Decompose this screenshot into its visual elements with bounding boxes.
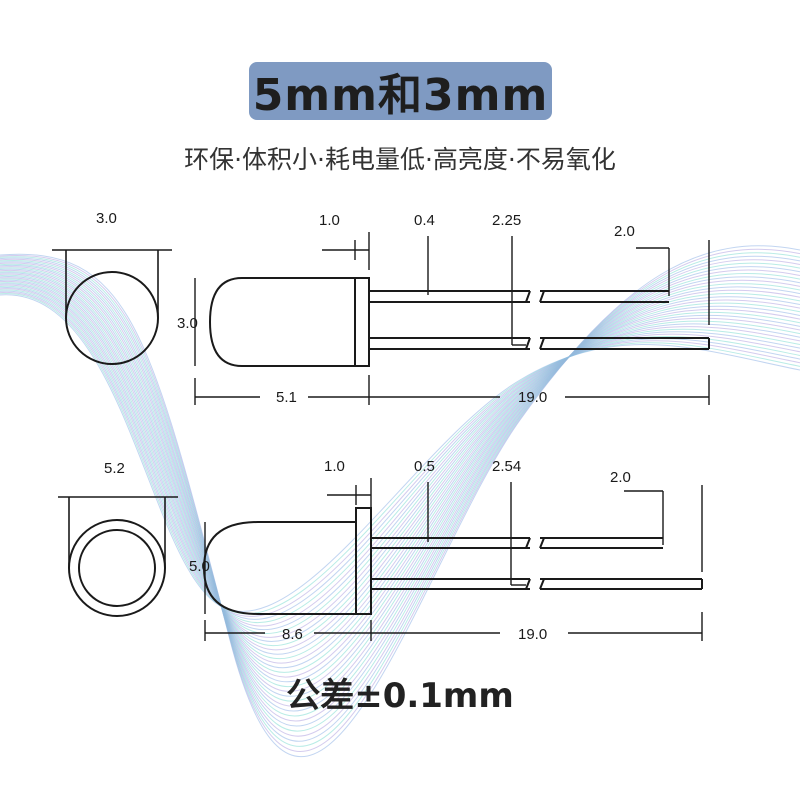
wave-line: [0, 248, 800, 753]
led-3mm-flange-label: 1.0: [319, 212, 340, 229]
wave-line: [0, 268, 800, 697]
page-title: 5mm和3mm: [249, 62, 552, 121]
led-3mm-flange: [354, 277, 370, 367]
led-3mm-lead-spacing-label: 2.25: [492, 212, 521, 229]
led-5mm-lead-width-label: 0.5: [414, 458, 435, 475]
wave-line: [0, 282, 800, 647]
wave-line: [0, 271, 800, 688]
wave-line: [0, 258, 800, 737]
led-3mm-lead-width-label: 0.4: [414, 212, 435, 229]
led-3mm-lower-lead: [369, 337, 710, 350]
wave-line: [0, 273, 800, 678]
wave-line: [0, 266, 800, 707]
wave-line: [0, 259, 800, 732]
wave-line: [0, 264, 800, 712]
wave-line: [0, 292, 800, 617]
wave-line: [0, 267, 800, 702]
wave-line: [0, 284, 800, 638]
led-5mm-upper-lead: [371, 537, 663, 549]
wave-line: [0, 294, 800, 612]
led-3mm-upper-lead: [369, 290, 669, 303]
wave-line: [0, 283, 800, 642]
led-3mm-lead-step-label: 2.0: [614, 223, 635, 240]
wave-line: [0, 290, 800, 620]
tolerance-note: 公差±0.1mm: [286, 676, 514, 716]
led-3mm-end-view-circle: [65, 271, 159, 365]
wave-line: [0, 287, 800, 631]
led-5mm-body: [202, 521, 357, 615]
led-5mm-lower-lead: [371, 578, 703, 590]
wave-line: [0, 277, 800, 664]
led-3mm-body-height-label: 3.0: [177, 315, 198, 332]
wave-line: [0, 293, 800, 615]
led-5mm-lead-spacing-label: 2.54: [492, 458, 521, 475]
wave-line: [0, 279, 800, 655]
led-5mm-lead-step-label: 2.0: [610, 469, 631, 486]
led-5mm-body-length-label: 8.6: [282, 626, 303, 643]
wave-line: [0, 278, 800, 660]
wave-line: [0, 274, 800, 673]
wave-line: [0, 252, 800, 747]
wave-line: [0, 285, 800, 634]
led-3mm-body: [208, 277, 356, 367]
wave-line: [0, 272, 800, 683]
led-5mm-lens-diameter-label: 5.2: [104, 460, 125, 477]
led-5mm-end-view-inner-circle: [78, 529, 156, 607]
led-3mm-body-length-label: 5.1: [276, 389, 297, 406]
led-5mm-end-view-outer-circle: [68, 519, 166, 617]
wave-line: [0, 255, 800, 742]
led-5mm-flange-label: 1.0: [324, 458, 345, 475]
led-3mm-lens-diameter-label: 3.0: [96, 210, 117, 227]
wave-line: [0, 245, 800, 758]
led-5mm-lead-length-label: 19.0: [518, 626, 547, 643]
wave-line: [0, 261, 800, 727]
wave-line: [0, 269, 800, 692]
led-5mm-flange: [355, 507, 372, 615]
wave-line: [0, 288, 800, 627]
led-5mm-body-height-label: 5.0: [189, 558, 210, 575]
wave-line: [0, 276, 800, 669]
wave-line: [0, 281, 800, 651]
led-3mm-lead-length-label: 19.0: [518, 389, 547, 406]
feature-subtitle: 环保·体积小·耗电量低·高亮度·不易氧化: [184, 145, 616, 174]
